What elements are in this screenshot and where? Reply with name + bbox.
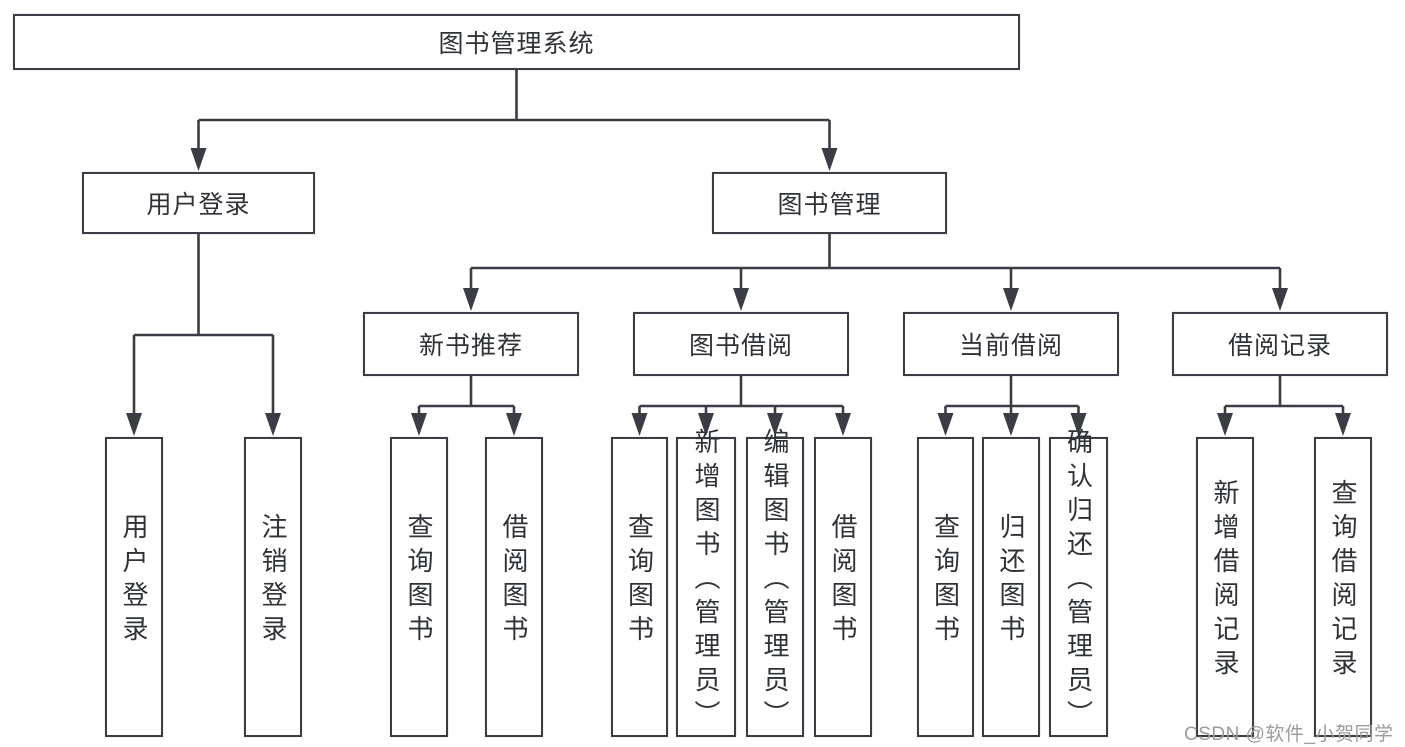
connector-user-login-split: [126, 234, 281, 436]
node-bb-edit-books-admin: 编辑图书（管理员）: [746, 428, 804, 737]
arrowhead: [190, 148, 207, 171]
arrowhead: [463, 288, 479, 311]
arrowhead: [1335, 413, 1351, 436]
node-user-login: 用户登录: [82, 172, 315, 234]
node-br-query-record: 查询借阅记录: [1314, 437, 1372, 737]
arrowhead: [631, 413, 648, 436]
arrowhead: [821, 148, 838, 171]
node-label: 用户登录: [119, 513, 149, 649]
arrowhead: [767, 413, 783, 436]
arrowhead: [835, 413, 851, 436]
arrowhead: [265, 413, 281, 436]
node-label: 当前借阅: [958, 332, 1063, 360]
node-library-management-system: 图书管理系统: [13, 14, 1020, 70]
arrowhead: [1003, 288, 1019, 311]
connector-book-borrow-split: [631, 376, 851, 436]
node-br-add-record: 新增借阅记录: [1196, 437, 1254, 737]
node-label: 查询借阅记录: [1328, 479, 1358, 683]
node-label: 借阅图书: [499, 513, 529, 649]
node-cb-return-books: 归还图书: [982, 437, 1040, 737]
connector-new-book-split: [411, 376, 522, 436]
node-label: 新增图书（管理员）: [691, 428, 721, 734]
node-current-borrowing: 当前借阅: [903, 312, 1119, 376]
arrowhead: [1003, 413, 1019, 436]
node-rec-borrow-books: 借阅图书: [485, 437, 543, 737]
arrowhead: [1217, 413, 1233, 436]
node-label: 查询图书: [624, 513, 655, 649]
arrowhead: [698, 413, 714, 436]
node-leaf-user-login: 用户登录: [105, 437, 163, 737]
node-new-book-recommend: 新书推荐: [363, 312, 579, 376]
node-book-borrowing: 图书借阅: [633, 312, 849, 376]
node-label: 查询图书: [404, 513, 434, 649]
node-label: 注销登录: [258, 513, 288, 649]
node-label: 借阅记录: [1227, 332, 1332, 360]
csdn-watermark: CSDN @软件_小贺同学: [1184, 724, 1394, 745]
arrowhead: [1070, 413, 1087, 436]
node-cb-query-books: 查询图书: [917, 437, 974, 737]
node-rec-query-books: 查询图书: [390, 437, 448, 737]
node-leaf-logout: 注销登录: [244, 437, 302, 737]
node-label: 图书管理系统: [438, 30, 595, 58]
connector-records-split: [1217, 376, 1351, 436]
node-label: 查询图书: [930, 513, 961, 649]
arrowhead: [733, 288, 749, 311]
node-label: 用户登录: [146, 191, 251, 219]
arrowhead: [506, 413, 522, 436]
connector-current-borrow-split: [937, 376, 1087, 436]
node-label: 新增借阅记录: [1210, 479, 1240, 683]
node-label: 图书管理: [777, 191, 882, 219]
node-label: 编辑图书（管理员）: [760, 428, 790, 734]
node-bb-add-books-admin: 新增图书（管理员）: [676, 428, 736, 737]
node-bb-borrow-books: 借阅图书: [814, 437, 872, 737]
arrowhead: [126, 413, 142, 436]
node-book-management: 图书管理: [712, 172, 947, 234]
node-label: 新书推荐: [418, 332, 523, 360]
node-bb-query-books: 查询图书: [611, 437, 668, 737]
arrowhead: [1272, 288, 1288, 311]
node-label: 借阅图书: [828, 513, 858, 649]
connector-root-split: [190, 70, 838, 171]
node-borrowing-records: 借阅记录: [1172, 312, 1388, 376]
node-label: 确认归还（管理员）: [1063, 428, 1094, 734]
node-label: 图书借阅: [688, 332, 793, 360]
node-cb-confirm-return-admin: 确认归还（管理员）: [1049, 428, 1108, 737]
arrowhead: [411, 413, 427, 436]
connector-book-mgmt-split: [463, 234, 1288, 311]
node-label: 归还图书: [996, 513, 1026, 649]
arrowhead: [937, 413, 954, 436]
